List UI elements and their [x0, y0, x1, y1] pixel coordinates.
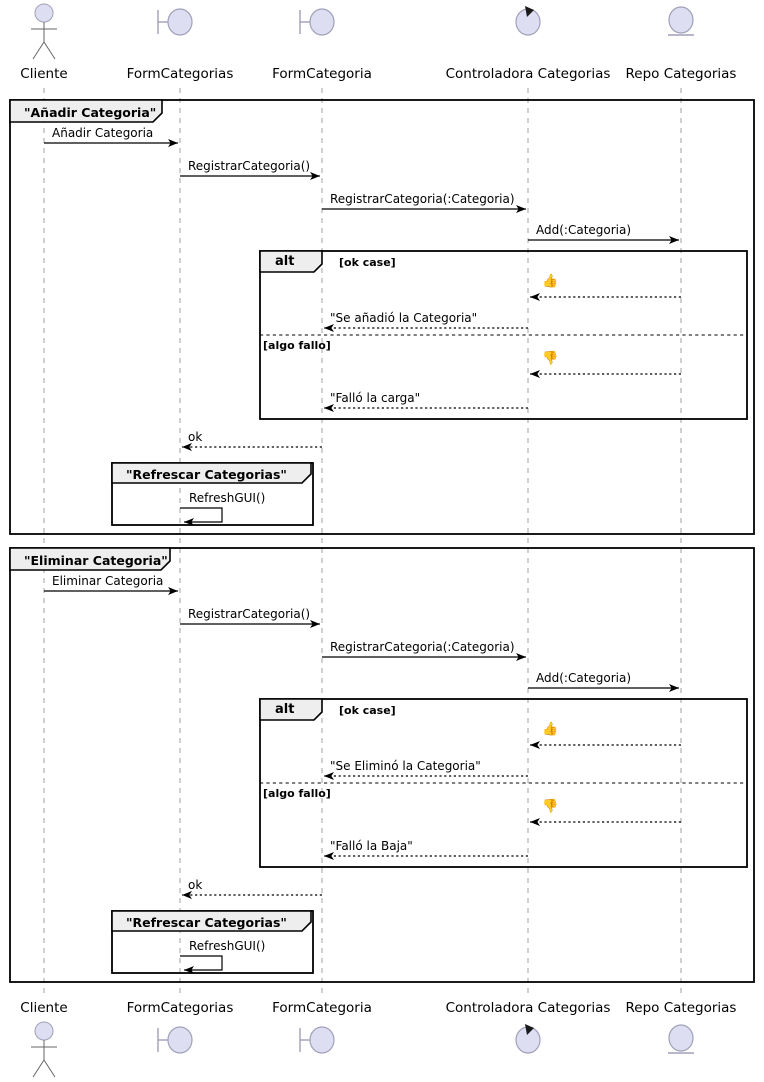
- fragment-1-post-message-label-0: ok: [188, 878, 203, 892]
- alt-0-guard-1: [algo fallo]: [263, 339, 331, 352]
- nested-1-self-message: [180, 955, 223, 974]
- alt-1-branch-message-label-0-1: "Se Eliminó la Categoria": [330, 759, 481, 773]
- participant-label-2: FormCategoria: [272, 66, 372, 82]
- fragment-0-border: [9, 99, 755, 535]
- participant-label-1: FormCategorias: [126, 66, 234, 82]
- fragment-0-tab: [9, 99, 163, 123]
- alt-1-tab: [259, 698, 323, 721]
- footer-participant-label-1: FormCategorias: [126, 1000, 234, 1016]
- actor-legl-participant-0: [32, 41, 45, 60]
- fragment-0-post-message-label-0: ok: [188, 430, 203, 444]
- fragment-1-message-label-0: Eliminar Categoria: [52, 574, 164, 588]
- actor-legl-footer-participant-0: [32, 1059, 45, 1078]
- participant-label-0: Cliente: [20, 66, 68, 82]
- entity-circle-footer-participant-4: [668, 1024, 694, 1052]
- actor-legr-footer-participant-0: [43, 1059, 56, 1078]
- fragment-0-title: "Añadir Categoria": [24, 104, 157, 120]
- alt-0-branch-message-glyph-0-0: 👍: [542, 274, 559, 289]
- entity-circle-participant-4: [668, 6, 694, 34]
- participant-label-3: Controladora Categorias: [445, 66, 611, 82]
- actor-legr-participant-0: [43, 41, 56, 60]
- footer-participant-label-2: FormCategoria: [272, 1000, 372, 1016]
- control-arrow-footer-participant-3: [525, 1024, 534, 1035]
- nested-0-self-label: RefreshGUI(): [189, 491, 266, 505]
- alt-1-branch-message-glyph-1-0: 👎: [542, 799, 559, 814]
- boundary-circle-participant-1: [167, 8, 193, 36]
- footer-participant-label-4: Repo Categorias: [625, 1000, 737, 1016]
- alt-0-title: alt: [275, 254, 295, 269]
- boundary-circle-footer-participant-1: [167, 1026, 193, 1054]
- fragment-1-title: "Eliminar Categoria": [24, 552, 168, 568]
- nested-1-self-label: RefreshGUI(): [189, 939, 266, 953]
- alt-0-branch-message-label-0-1: "Se añadió la Categoria": [330, 311, 478, 325]
- fragment-0-message-label-3: Add(:Categoria): [536, 223, 632, 237]
- boundary-circle-footer-participant-2: [309, 1026, 335, 1054]
- alt-1-guard-1: [algo fallo]: [263, 787, 331, 800]
- fragment-1-border: [9, 547, 755, 983]
- nested-0-self-message: [180, 507, 223, 526]
- nested-0-title: "Refrescar Categorias": [126, 466, 287, 482]
- fragment-0-message-label-0: Añadir Categoria: [52, 126, 154, 140]
- footer-participant-label-0: Cliente: [20, 1000, 68, 1016]
- alt-1-guard-0: [ok case]: [339, 704, 396, 717]
- fragment-1-tab: [9, 547, 171, 571]
- fragment-1-message-label-1: RegistrarCategoria(): [188, 607, 311, 621]
- actor-head-footer-participant-0: [34, 1021, 54, 1041]
- fragment-1-message-label-3: Add(:Categoria): [536, 671, 632, 685]
- alt-1-branch-message-glyph-0-0: 👍: [542, 722, 559, 737]
- alt-0-branch-message-glyph-1-0: 👎: [542, 351, 559, 366]
- boundary-circle-participant-2: [309, 8, 335, 36]
- nested-0-tab: [111, 462, 312, 484]
- actor-head-participant-0: [34, 3, 54, 23]
- alt-1-title: alt: [275, 702, 295, 717]
- fragment-0-message-label-2: RegistrarCategoria(:Categoria): [330, 192, 515, 206]
- alt-0-tab: [259, 250, 323, 273]
- alt-0-branch-message-label-1-1: "Falló la carga": [330, 391, 421, 405]
- fragment-0-message-label-1: RegistrarCategoria(): [188, 159, 311, 173]
- nested-1-tab: [111, 910, 312, 932]
- footer-participant-label-3: Controladora Categorias: [445, 1000, 611, 1016]
- alt-0-guard-0: [ok case]: [339, 256, 396, 269]
- participant-label-4: Repo Categorias: [625, 66, 737, 82]
- control-arrow-participant-3: [525, 6, 534, 17]
- alt-1-branch-message-label-1-1: "Falló la Baja": [330, 839, 413, 853]
- fragment-1-message-label-2: RegistrarCategoria(:Categoria): [330, 640, 515, 654]
- nested-1-title: "Refrescar Categorias": [126, 914, 287, 930]
